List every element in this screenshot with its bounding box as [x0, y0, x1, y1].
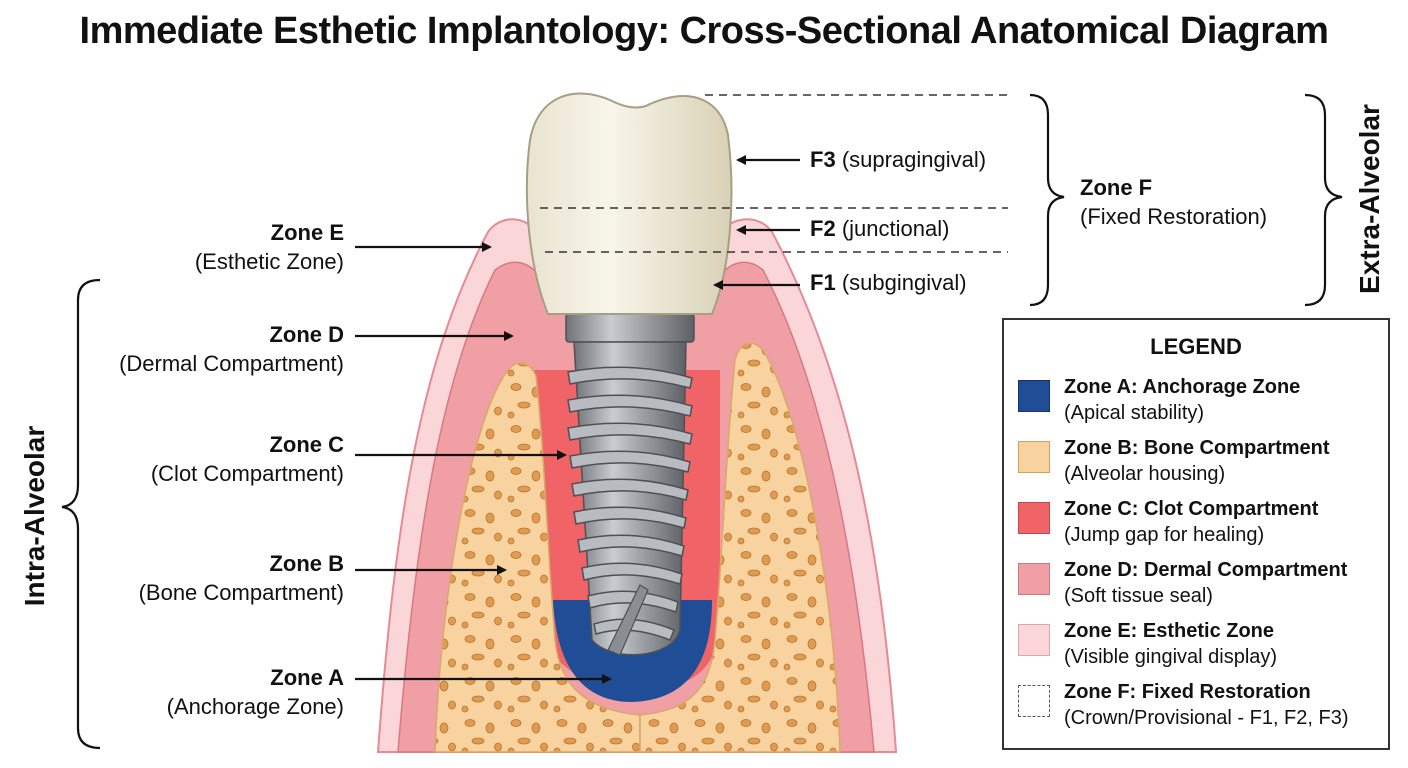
extra-alveolar-brace [1304, 93, 1343, 307]
swatch-zone-f [1018, 685, 1050, 717]
zone-f-brace [1029, 93, 1065, 307]
label-f2: F2 (junctional) [810, 216, 950, 241]
page-title: Immediate Esthetic Implantology: Cross-S… [79, 10, 1329, 52]
label-zone-b: Zone B(Bone Compartment) [138, 551, 344, 605]
label-zone-f: Zone F(Fixed Restoration) [1080, 175, 1268, 229]
label-f1: F1 (subgingival) [810, 270, 967, 295]
swatch-zone-b [1018, 441, 1050, 473]
label-zone-c: Zone C(Clot Compartment) [150, 432, 344, 486]
label-f3: F3 (supragingival) [810, 147, 987, 172]
label-zone-e: Zone E(Esthetic Zone) [194, 220, 344, 274]
swatch-zone-c [1018, 502, 1050, 534]
label-zone-a: Zone A(Anchorage Zone) [166, 665, 344, 719]
label-zone-d: Zone D(Dermal Compartment) [119, 322, 344, 376]
implant-fixture [565, 313, 695, 656]
zone-b-bone-right [639, 342, 841, 753]
label-extra-alveolar: Extra-Alveolar [1354, 104, 1385, 294]
legend: LEGEND Zone A: Anchorage Zone(Apical sta… [1002, 318, 1390, 750]
crown [525, 92, 733, 315]
swatch-zone-d [1018, 563, 1050, 595]
swatch-zone-a [1018, 380, 1050, 412]
intra-alveolar-brace [61, 278, 101, 750]
legend-title: LEGEND [1150, 334, 1242, 359]
label-intra-alveolar: Intra-Alveolar [19, 425, 50, 607]
swatch-zone-e [1018, 624, 1050, 656]
